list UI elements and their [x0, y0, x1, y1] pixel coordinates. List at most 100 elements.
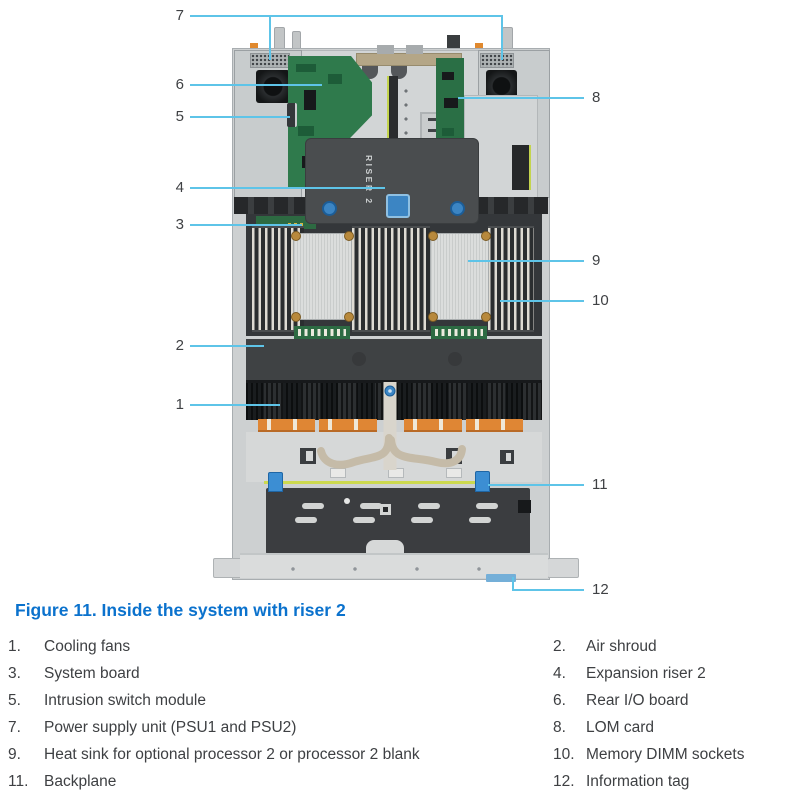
heatsink-screw: [481, 312, 491, 322]
lom-component: [442, 128, 454, 136]
server-top-view-figure: RISER 2: [0, 0, 800, 600]
backplane-slot: [469, 517, 491, 523]
io-chip: [304, 90, 316, 110]
legend-item-label: Rear I/O board: [586, 691, 689, 709]
legend-item: 2.Air shroud: [553, 638, 657, 656]
riser-2-thumbscrew: [450, 201, 465, 216]
legend-item: 6. Rear I/O board: [553, 692, 689, 710]
heatsink-screw: [428, 231, 438, 241]
cover-cutout: [391, 66, 407, 79]
backplane-slot: [418, 503, 440, 509]
legend-item-number: 10.: [553, 745, 575, 763]
callout-1: 1: [175, 396, 184, 413]
cooling-fan-row: [246, 380, 542, 420]
tray-cutout: [500, 450, 514, 464]
backplane-clip: [518, 500, 531, 513]
legend-row: 9. Heat sink for optional processor 2 or …: [0, 741, 800, 768]
legend-item-label: LOM card: [586, 718, 655, 736]
legend-item-label: Expansion riser 2: [586, 664, 706, 682]
legend-item: 8. LOM card: [553, 719, 654, 737]
backplane-slot: [353, 517, 375, 523]
backplane-window: [380, 504, 391, 515]
legend-item-number: 1.: [8, 637, 21, 655]
legend-item-label: Intrusion switch module: [44, 691, 206, 709]
backplane-notch: [366, 540, 404, 554]
dimm-bank-center: [352, 226, 430, 332]
legend-item: 3. System board: [8, 665, 553, 683]
backplane-connector: [330, 468, 346, 478]
backplane-connector: [388, 468, 404, 478]
tray-cutout: [300, 448, 316, 464]
legend-item-number: 4.: [553, 664, 566, 682]
legend-item: 1. Cooling fans: [8, 638, 553, 656]
io-component: [328, 74, 342, 84]
heatsink-screw: [291, 312, 301, 322]
fan-connector-strip: [258, 419, 315, 432]
legend-row: 1. Cooling fans 2.Air shroud: [0, 633, 800, 660]
power-connector-band: [474, 197, 548, 214]
legend-item: 5. Intrusion switch module: [8, 692, 553, 710]
right-cover-slot: [512, 145, 531, 190]
legend-item-label: Air shroud: [586, 637, 657, 655]
lom-chip: [444, 98, 458, 108]
fan-connector-strip: [466, 419, 523, 432]
psu2-grille: [480, 53, 514, 68]
callout-6: 6: [175, 76, 184, 93]
backplane-release-latch: [475, 471, 490, 492]
riser-2-release-button: [386, 194, 410, 218]
backplane-slot: [360, 503, 382, 509]
legend-row: 11.Backplane 12.Information tag: [0, 768, 800, 795]
heatsink-screw: [428, 312, 438, 322]
legend-item-number: 12.: [553, 772, 575, 790]
psu1-grille: [250, 53, 290, 68]
legend-item-label: Power supply unit (PSU1 and PSU2): [44, 718, 297, 736]
legend-item-label: Cooling fans: [44, 637, 131, 655]
legend-item: 7.Power supply unit (PSU1 and PSU2): [8, 719, 553, 737]
lom-chip: [442, 72, 454, 80]
callout-5: 5: [175, 108, 184, 125]
air-shroud: [246, 339, 542, 380]
riser-2-thumbscrew: [322, 201, 337, 216]
legend-item-label: Backplane: [44, 772, 117, 790]
legend-item-number: 8.: [553, 718, 566, 736]
power-connector-band: [234, 197, 306, 214]
backplane-connector: [446, 468, 462, 478]
figure-caption: Figure 11. Inside the system with riser …: [15, 600, 346, 620]
heatsink-screw: [291, 231, 301, 241]
processor-vr-strip: [294, 326, 350, 339]
legend-item-label: System board: [44, 664, 140, 682]
backplane-slot: [476, 503, 498, 509]
heat-sink-processor-1: [291, 231, 354, 322]
legend-item: 10. Memory DIMM sockets: [553, 746, 744, 764]
front-panel-screws: [262, 566, 532, 572]
intrusion-switch-module: [287, 103, 297, 127]
fan-connector-strip: [404, 419, 462, 432]
backplane-slot: [295, 517, 317, 523]
tray-cutout: [446, 448, 462, 464]
legend-item-number: 5.: [8, 691, 21, 709]
figure-legend: 1. Cooling fans 2.Air shroud 3. System boa…: [0, 633, 800, 795]
dimm-bank-right: [488, 226, 534, 332]
psu1-fan-opening: [256, 70, 290, 103]
chassis-ear-right: [547, 558, 579, 578]
legend-item-label: Heat sink for optional processor 2 or pr…: [44, 745, 420, 763]
legend-item-number: 6.: [553, 691, 566, 709]
legend-row: 5. Intrusion switch module 6. Rear I/O boa…: [0, 687, 800, 714]
legend-row: 7.Power supply unit (PSU1 and PSU2) 8. LO…: [0, 714, 800, 741]
legend-item-number: 3.: [8, 664, 21, 682]
callout-11: 11: [592, 476, 608, 493]
callout-10: 10: [592, 292, 609, 309]
legend-item-number: 9.: [8, 745, 21, 763]
backplane-pin: [344, 498, 350, 504]
riser-slot: [387, 76, 398, 156]
legend-item-label: Memory DIMM sockets: [586, 745, 745, 763]
shroud-mark: [352, 352, 366, 366]
io-component: [296, 64, 316, 72]
processor-vr-strip: [431, 326, 487, 339]
rear-port-tab: [406, 45, 423, 54]
backplane-slot: [302, 503, 324, 509]
front-panel: [240, 553, 548, 578]
backplane-release-latch: [268, 472, 283, 492]
heatsink-screw: [344, 231, 354, 241]
